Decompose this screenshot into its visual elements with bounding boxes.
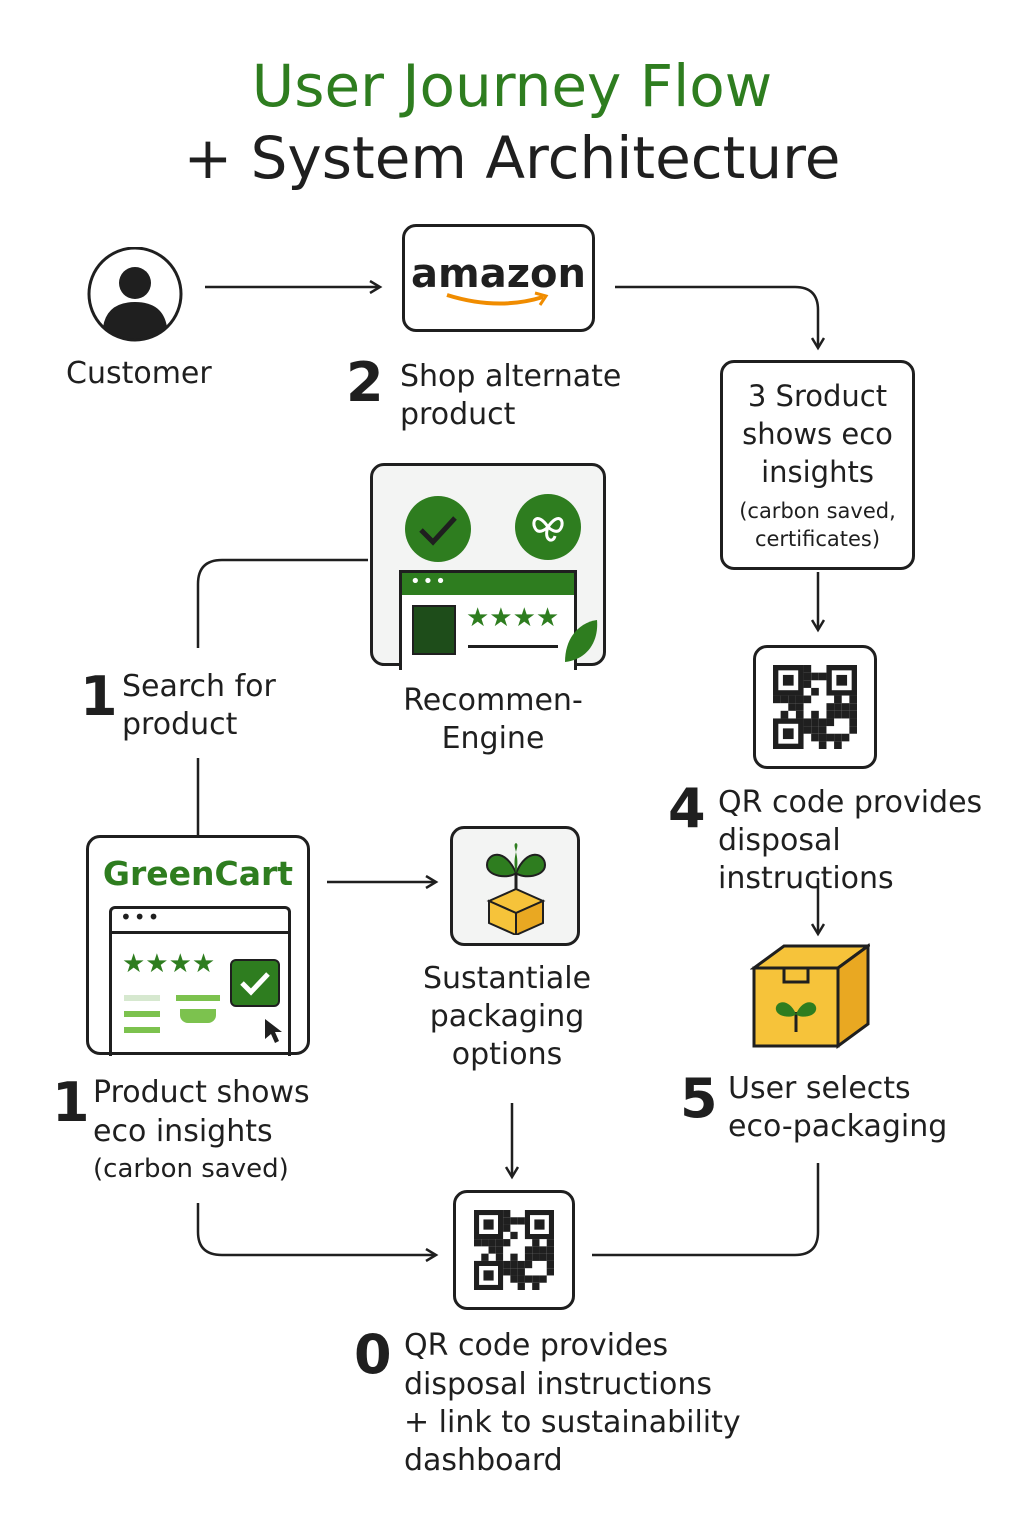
amazon-logo-text: amazon: [411, 251, 586, 297]
step-4-label-1: QR code provides: [718, 785, 983, 820]
step-2-label-2: product: [400, 397, 516, 432]
step-3-line-5: certificates): [754, 527, 881, 551]
step-2-number: 2: [346, 351, 384, 414]
search-label-2: product: [122, 707, 238, 742]
greencart-box: GreenCart ••• ★★★★: [86, 835, 310, 1056]
search-label-1: Search for: [122, 669, 276, 704]
customer-label: Customer: [66, 356, 212, 391]
recommend-label-1: Recommen-: [403, 683, 583, 718]
title-line-2: + System Architecture: [183, 124, 841, 192]
qr-code-box-top: [753, 645, 877, 769]
person-icon: [87, 247, 183, 342]
check-icon: [405, 496, 471, 562]
step-5-label-2: eco-packaging: [728, 1109, 948, 1144]
step-3-box: 3 Sroduct shows eco insights (carbon sav…: [720, 360, 915, 570]
step-5-number: 5: [680, 1067, 718, 1130]
packaging-label-1: Sustantiale: [422, 961, 592, 996]
step-3-line-2: shows eco: [742, 417, 893, 451]
step-2-label-1: Shop alternate: [400, 359, 622, 394]
leaf-badge-icon: [515, 494, 581, 560]
greencart-browser-icon: ••• ★★★★: [109, 905, 291, 1056]
step-0-label-3: + link to sustainability: [404, 1405, 741, 1440]
qr-code-icon: [773, 665, 857, 749]
greencart-name: GreenCart: [102, 854, 294, 893]
step-4-label-2: disposal instructions: [718, 823, 894, 896]
eco-box-icon: [750, 943, 870, 1049]
step-1-search-number: 1: [80, 665, 118, 728]
greencart-rating-stars: ★★★★: [122, 949, 216, 979]
arrow-amazon-to-step3: [615, 285, 818, 348]
step-4-number: 4: [668, 777, 706, 840]
sprout-package-icon: [485, 843, 547, 935]
qr-code-box-bottom: [453, 1190, 575, 1310]
cursor-icon: [265, 1019, 282, 1043]
step-5-label-1: User selects: [728, 1071, 911, 1106]
line-step5-to-qr: [592, 1163, 820, 1257]
insights-label-2: eco insights: [93, 1114, 273, 1149]
line-recommend-to-search: [196, 558, 368, 648]
insights-label-3: (carbon saved): [93, 1154, 289, 1184]
amazon-box: amazon: [402, 224, 595, 332]
packaging-label-2: packaging: [429, 999, 585, 1034]
greencart-check-icon: [230, 959, 280, 1007]
amazon-smile-icon: [446, 291, 549, 306]
step-3-line-1: 3 Sroduct: [747, 379, 888, 413]
step-1-insights-number: 1: [52, 1071, 90, 1134]
qr-code-icon: [474, 1210, 554, 1290]
browser-window-icon: ••• ★★★★: [399, 570, 577, 670]
packaging-box: [450, 826, 580, 946]
packaging-label-3: options: [451, 1037, 563, 1072]
title-line-1: User Journey Flow: [251, 52, 773, 120]
recommendation-engine-box: ••• ★★★★: [370, 463, 606, 670]
step-3-line-4: (carbon saved,: [739, 499, 896, 523]
recommend-label-2: Engine: [441, 721, 545, 756]
step-0-label-4: dashboard: [404, 1443, 563, 1478]
insights-label-1: Product shows: [93, 1075, 310, 1110]
arrow-insights-to-qr: [196, 1203, 436, 1255]
step-0-label-1: QR code provides: [404, 1328, 669, 1363]
step-3-line-3: insights: [761, 455, 874, 489]
rating-stars: ★★★★: [466, 603, 560, 633]
step-0-number: 0: [354, 1323, 392, 1386]
leaf-icon: [565, 620, 598, 662]
step-0-label-2: disposal instructions: [404, 1367, 712, 1402]
